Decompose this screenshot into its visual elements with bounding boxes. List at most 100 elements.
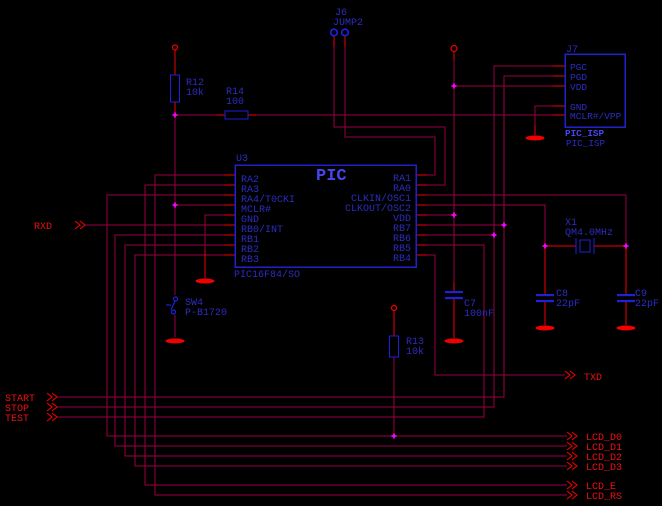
stop-arrow-icon xyxy=(46,402,58,412)
c7-plate xyxy=(445,297,463,300)
test-label: TEST xyxy=(5,414,29,425)
r12-top-pin xyxy=(171,44,179,51)
isp-pin-label: PGD xyxy=(570,72,587,83)
c8-plate xyxy=(536,294,554,297)
lcd-rs-arrow-icon xyxy=(566,490,578,500)
junction-dots xyxy=(172,83,629,439)
lcd-d3-arrow-icon xyxy=(566,461,578,471)
start-arrow-icon xyxy=(46,392,58,402)
pic-pin-label: RB2 xyxy=(241,245,259,256)
ground-icon xyxy=(535,325,555,331)
ground-icon xyxy=(616,325,636,331)
c9-value: 22pF xyxy=(635,299,659,310)
ground-icon xyxy=(525,135,545,141)
pic-pin-label: RA3 xyxy=(241,185,259,196)
pic-pin-label: RB5 xyxy=(393,244,411,255)
c8-ref: C8 xyxy=(556,289,568,300)
capacitor-c9[interactable]: C9 22pF xyxy=(617,289,659,310)
c9-plate xyxy=(617,294,635,297)
lcd-e-arrow-icon xyxy=(566,480,578,490)
jumper-value: JUMP2 xyxy=(333,18,363,29)
txd-arrow-icon xyxy=(564,370,576,380)
resistor-r14[interactable]: R14 100 xyxy=(224,87,249,120)
lcd-d0-arrow-icon xyxy=(566,431,578,441)
lcd-d2-arrow-icon xyxy=(566,451,578,461)
isp-name: PIC_ISP xyxy=(566,138,605,149)
c9-plate xyxy=(617,300,635,303)
c8-value: 22pF xyxy=(556,299,580,310)
lcd-e-label: LCD_E xyxy=(586,482,616,493)
pic-pin-label: CLKOUT/OSC2 xyxy=(345,203,411,215)
sw4-value: P-B1720 xyxy=(185,308,227,319)
jumper-pin xyxy=(329,28,339,37)
lcd-d2-label: LCD_D2 xyxy=(586,453,622,464)
pic-pin-label: RA4/T0CKI xyxy=(241,194,295,206)
r13-ref: R13 xyxy=(406,337,424,348)
stop-label: STOP xyxy=(5,404,29,415)
pic-pin-label: RB4 xyxy=(393,254,411,265)
jumper-j6[interactable]: J6 JUMP2 xyxy=(329,8,363,37)
txd-label: TXD xyxy=(584,373,602,384)
pic-body xyxy=(234,164,417,268)
sw4-contact xyxy=(172,296,179,302)
sw4-ref: SW4 xyxy=(185,298,203,309)
start-label: START xyxy=(5,394,35,405)
isp-value: PIC_ISP xyxy=(565,128,604,139)
resistor-r12[interactable]: R12 10k xyxy=(169,44,205,103)
lcd-d3-label: LCD_D3 xyxy=(586,463,622,474)
pic-pin-label: MCLR# xyxy=(241,205,271,216)
pic-title: PIC xyxy=(316,167,347,186)
pic-pin-label: RB7 xyxy=(393,224,411,235)
r12-value: 10k xyxy=(186,87,204,99)
crystal-x1[interactable]: X1 QM4.0MHz xyxy=(565,218,613,254)
r12-body xyxy=(169,74,181,103)
vdd-pin xyxy=(450,44,458,53)
isp-body xyxy=(564,53,626,128)
capacitor-c8[interactable]: C8 22pF xyxy=(536,289,580,310)
isp-pin-label: GND xyxy=(570,102,587,113)
c7-ref: C7 xyxy=(464,299,476,310)
pin-stubs xyxy=(174,36,627,338)
c7-value: 100nF xyxy=(464,309,494,320)
pic-pin-label: RB1 xyxy=(241,235,259,246)
r12-ref: R12 xyxy=(186,78,204,89)
isp-pin-label: PGC xyxy=(570,62,587,73)
switch-sw4[interactable]: SW4 P-B1720 xyxy=(166,296,227,319)
pic-chip[interactable]: U3 PIC PIC16F84/SO RA2 RA3 RA4/T0CKI MCL… xyxy=(234,154,417,281)
resistor-r13[interactable]: R13 10k xyxy=(388,304,425,359)
isp-pin-label: MCLR#/VPP xyxy=(570,111,622,122)
pic-pin-label: CLKIN/OSC1 xyxy=(351,193,411,205)
test-arrow-icon xyxy=(46,412,58,422)
pic-pin-label: GND xyxy=(241,215,259,226)
c7-plate xyxy=(445,291,463,294)
lcd-d0-label: LCD_D0 xyxy=(586,433,622,444)
pic-pin-label: RB3 xyxy=(241,255,259,266)
pic-pin-label: RA1 xyxy=(393,174,411,185)
r13-value: 10k xyxy=(406,346,424,358)
pic-pin-label: VDD xyxy=(393,214,411,225)
pic-part: PIC16F84/SO xyxy=(234,269,300,281)
lcd-d1-arrow-icon xyxy=(566,441,578,451)
r14-value: 100 xyxy=(226,97,244,108)
ground-symbols xyxy=(165,135,636,344)
r14-body xyxy=(224,110,249,120)
x1-value: QM4.0MHz xyxy=(565,228,613,239)
c9-ref: C9 xyxy=(635,289,647,300)
pic-pin-label: RA2 xyxy=(241,175,259,186)
r13-body xyxy=(388,335,400,358)
x1-body xyxy=(579,239,591,253)
pic-pin-label: RB6 xyxy=(393,234,411,245)
lcd-rs-label: LCD_RS xyxy=(586,492,622,503)
capacitor-c7[interactable]: C7 100nF xyxy=(445,291,494,320)
pic-pin-label: RA0 xyxy=(393,184,411,195)
isp-connector[interactable]: J7 PGC PGD VDD GND MCLR#/VPP PIC_ISP PIC… xyxy=(564,45,626,149)
ground-icon xyxy=(195,278,215,284)
rxd-label: RXD xyxy=(34,222,52,233)
r14-ref: R14 xyxy=(226,87,244,98)
lcd-d1-label: LCD_D1 xyxy=(586,443,622,454)
ground-icon xyxy=(165,338,185,344)
sw4-contact xyxy=(170,309,177,315)
ground-icon xyxy=(444,338,464,344)
